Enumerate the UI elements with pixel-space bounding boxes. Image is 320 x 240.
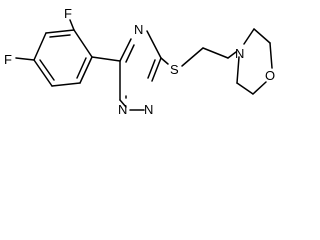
- bond-ca-cb: [253, 28, 271, 44]
- bond-c6-c1: [79, 56, 93, 84]
- bond-s-ch2a: [181, 47, 204, 67]
- bond-c4-f-left: [15, 57, 35, 61]
- bond-c2-c3-inner: [49, 34, 71, 38]
- bond-c3t-n2-inner: [147, 59, 156, 79]
- bond-cc-cd: [236, 82, 254, 95]
- bond-c3-c4: [33, 32, 47, 61]
- bond-c6-c1-inner: [76, 57, 87, 79]
- bond-cd-n: [236, 56, 240, 84]
- bond-c3-f-top: [69, 19, 75, 31]
- bond-c5-c6: [51, 82, 81, 87]
- bond-c3t-s: [160, 57, 169, 65]
- atom-f-left: F: [4, 52, 12, 67]
- atom-n2: N: [144, 102, 153, 117]
- bond-cb-o: [269, 42, 273, 69]
- bond-o-cc: [252, 81, 267, 95]
- bond-c3t-n2: [151, 57, 162, 82]
- bond-ch2b-n: [227, 51, 237, 59]
- structure-svg: F F N N N S N O: [4, 6, 275, 117]
- atom-n-morpholine: N: [235, 46, 244, 61]
- atom-s: S: [170, 62, 179, 77]
- bond-c5t-n4: [119, 38, 132, 62]
- bond-c5t-n4-inner: [125, 44, 135, 63]
- bond-ch2a-ch2b: [202, 47, 229, 59]
- atom-n1: N: [118, 102, 127, 117]
- bond-n4-c3t: [146, 30, 162, 59]
- bond-c2-c3: [45, 29, 75, 34]
- atom-f-top: F: [64, 6, 72, 21]
- atom-n4: N: [134, 22, 143, 37]
- bond-n1-c6t: [119, 99, 127, 108]
- bond-n-ca: [243, 28, 255, 45]
- molecule-diagram: F F N N N S N O: [4, 6, 275, 117]
- bond-c4-c5: [33, 59, 53, 87]
- bond-phenyl-triazine: [91, 56, 121, 62]
- atom-o-morpholine: O: [265, 68, 275, 83]
- bond-c4-c5-inner: [39, 59, 55, 81]
- bond-c1-c2: [73, 29, 93, 58]
